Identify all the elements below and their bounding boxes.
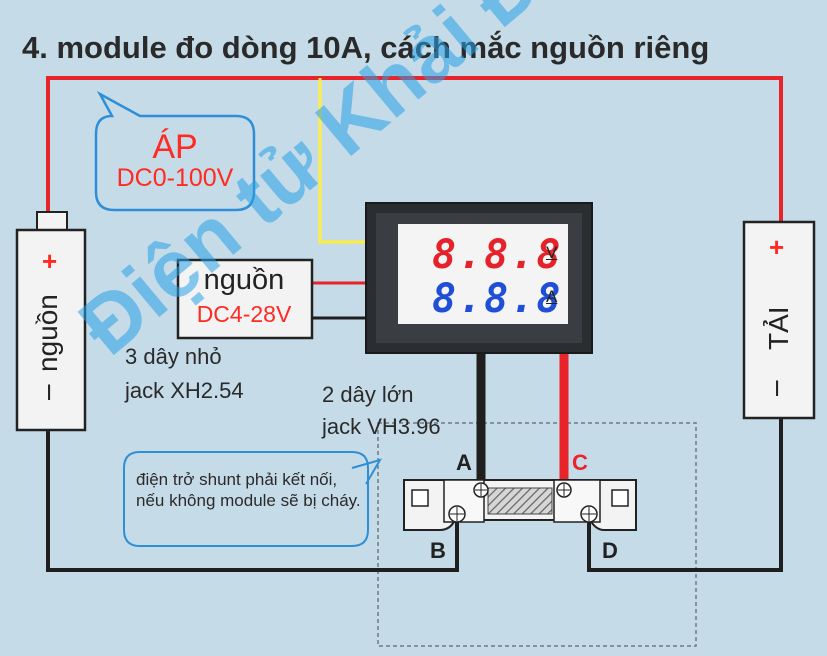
current-unit: A [546,287,558,306]
yellow-wire [318,78,372,244]
screw-a [473,482,489,498]
psu-range: DC4-28V [196,301,292,327]
load-label: TẢI [763,306,794,350]
battery-body [15,228,87,432]
small-wires-note: 3 dây nhỏ [125,344,222,369]
current-display: 8.8.8 [432,276,563,322]
voltage-label: ÁP [152,128,198,166]
voltage-display: 8.8.8 [432,232,563,278]
terminal-b: B [430,538,446,563]
red-wire-top [46,76,783,222]
battery-minus: I [46,380,53,405]
shunt-area-outline [377,422,697,647]
battery-cap [36,211,68,231]
terminal-d: D [602,538,618,563]
terminal-c: C [572,450,588,475]
shunt-left-slot [411,489,429,507]
load-plus: + [769,232,785,262]
screw-d [580,505,598,523]
meter-screen [398,224,568,324]
screw-b [448,505,466,523]
battery-label-wrap: nguồn [32,294,63,373]
voltage-unit: V [546,243,558,262]
shunt-warning-bubble [123,451,383,547]
load-minus: I [774,376,781,401]
large-wires-note: 2 dây lớn [322,382,414,407]
shunt-right-slot [611,489,629,507]
black-wire-load [587,416,783,572]
black-wire-bottom [46,428,459,572]
page-title: 4. module đo dòng 10A, cách mắc nguồn ri… [22,30,710,65]
screw-c [556,482,572,498]
shunt-warning: điện trở shunt phải kết nối, nếu không m… [136,470,361,510]
large-wires-jack: jack VH3.96 [322,414,441,439]
voltage-bubble [94,90,256,212]
battery-plus: + [42,246,58,276]
load-label-wrap: TẢI [763,306,794,351]
battery-label: nguồn [32,294,63,372]
shunt-element [487,487,553,515]
psu-box [176,258,314,340]
voltage-range: DC0-100V [116,164,234,192]
terminal-a: A [456,450,472,475]
psu-label: nguồn [203,264,285,296]
load-body [742,220,816,420]
small-wires-jack: jack XH2.54 [125,378,244,403]
